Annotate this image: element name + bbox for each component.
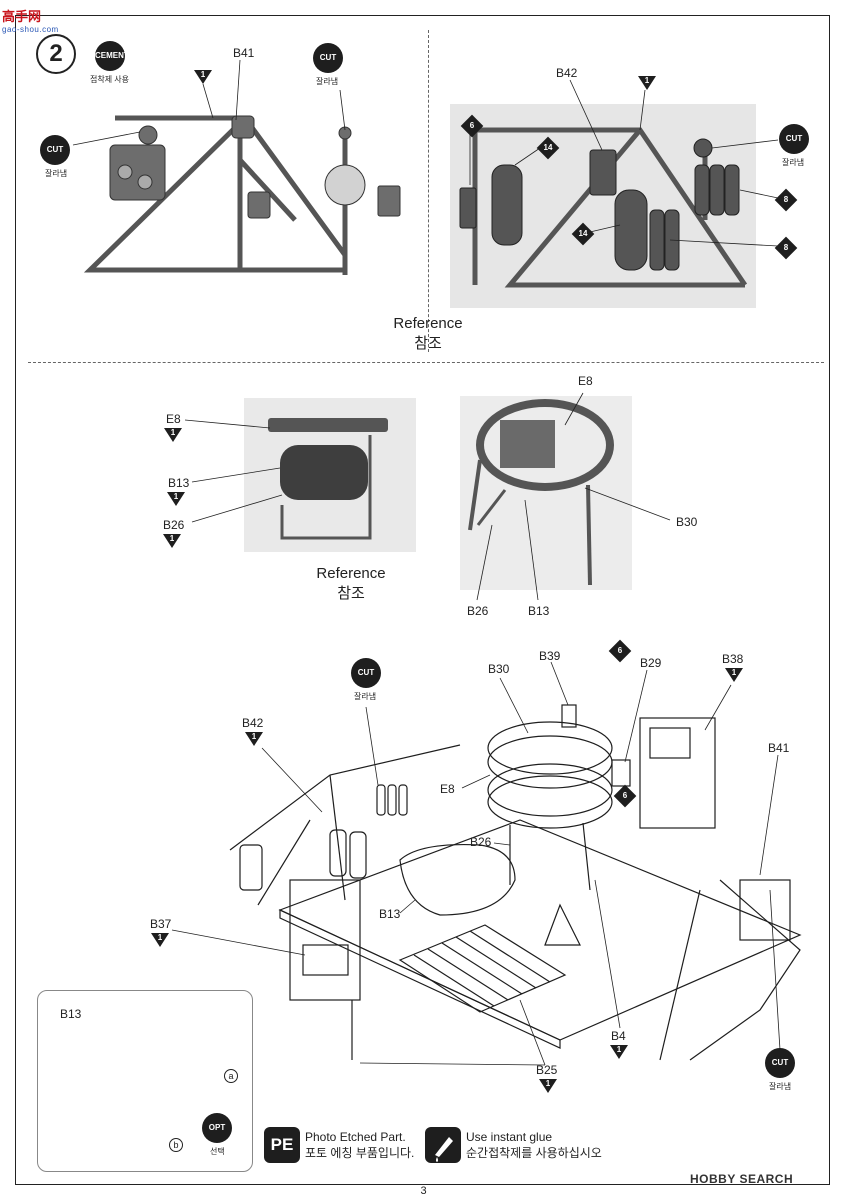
label-b13: B13 — [528, 604, 550, 618]
runner-number: 1 — [731, 668, 737, 677]
photo-etched-text-en: Photo Etched Part. — [305, 1130, 406, 1144]
runner-number: 1 — [616, 1045, 622, 1054]
cut-caption: 잘라냄 — [45, 169, 68, 178]
mark-b: b — [169, 1138, 183, 1152]
runner-marker — [245, 732, 263, 746]
cut-caption: 잘라냄 — [769, 1082, 792, 1091]
runner-number: 1 — [173, 492, 179, 501]
label-b41-sprue: B41 — [233, 46, 255, 60]
photo-etched-icon: PE — [264, 1127, 300, 1163]
label-b42-sprue: B42 — [556, 66, 578, 80]
label-e8: E8 — [440, 782, 455, 796]
hobby-search-logo: HOBBY SEARCH — [690, 1172, 794, 1186]
label-b4: B4 — [611, 1029, 626, 1043]
runner-marker — [539, 1079, 557, 1093]
reference-caption-middle: Reference 참조 — [301, 564, 401, 604]
cut-icon: CUT — [765, 1048, 795, 1078]
instant-glue-legend: Use instant glue 순간접착제를 사용하십시오 — [466, 1129, 602, 1161]
diamond-number: 6 — [617, 646, 623, 655]
reference-text-ko: 참조 — [337, 585, 365, 602]
mark-a: a — [224, 1069, 238, 1083]
runner-marker — [725, 668, 743, 682]
cut-caption: 잘라냄 — [354, 692, 377, 701]
assembly-drawing — [229, 704, 802, 1061]
reference-text-en: Reference — [316, 565, 386, 582]
label-b30: B30 — [676, 515, 698, 529]
runner-number-top-left: 1 — [200, 70, 206, 79]
diamond-number: 14 — [578, 229, 588, 238]
runner-marker — [163, 534, 181, 548]
cement-caption: 접착제 사용 — [90, 75, 130, 84]
runner-marker — [610, 1045, 628, 1059]
leader-lines-middle — [184, 392, 671, 601]
runner-number: 1 — [251, 732, 257, 741]
cut-icon: CUT — [779, 124, 809, 154]
cut-icon: CUT — [40, 135, 70, 165]
label-b30: B30 — [488, 662, 510, 676]
label-e8: E8 — [578, 374, 593, 388]
diamond-number: 8 — [783, 195, 789, 204]
label-b42: B42 — [242, 716, 264, 730]
label-b13: B13 — [379, 907, 401, 921]
label-b41: B41 — [768, 741, 790, 755]
cement-icon: CEMENT — [95, 41, 129, 71]
watermark-brand: 高手网 — [2, 9, 42, 24]
detail-inset: B13 a b OPT 선택 — [37, 990, 253, 1172]
reference-part-right — [468, 399, 614, 586]
photo-etched-text-ko: 포토 에칭 부품입니다. — [305, 1146, 415, 1160]
diamond-number: 8 — [783, 243, 789, 252]
diamond-number: 14 — [543, 143, 553, 152]
label-b26: B26 — [163, 518, 185, 532]
label-b13: B13 — [60, 1007, 82, 1021]
runner-number: 1 — [170, 428, 176, 437]
photo-etched-legend: Photo Etched Part. 포토 에칭 부품입니다. — [305, 1129, 414, 1161]
runner-marker-top-left — [194, 70, 212, 84]
top-vertical-divider — [428, 30, 429, 352]
diamond-number: 6 — [622, 791, 628, 800]
page-number: 3 — [420, 1185, 427, 1197]
label-b37: B37 — [150, 917, 172, 931]
instant-glue-text-ko: 순간접착제를 사용하십시오 — [466, 1146, 602, 1160]
runner-number: 1 — [169, 534, 175, 543]
runner-marker — [167, 492, 185, 506]
runner-number: 1 — [545, 1079, 551, 1088]
reference-text-ko: 참조 — [414, 335, 442, 352]
diamond-number: 6 — [469, 121, 475, 130]
opt-caption: 선택 — [210, 1147, 225, 1156]
top-horizontal-divider — [28, 362, 824, 363]
reference-part-left — [268, 418, 388, 540]
runner-number-top-right: 1 — [644, 76, 650, 85]
opt-icon: OPT — [202, 1113, 232, 1143]
runner-marker — [164, 428, 182, 442]
sprue-parts-right — [459, 138, 740, 271]
cut-icon: CUT — [313, 43, 343, 73]
label-b38: B38 — [722, 652, 744, 666]
step-number: 2 — [36, 34, 76, 74]
page-frame — [15, 15, 830, 1185]
label-b25: B25 — [536, 1063, 558, 1077]
instant-glue-text-en: Use instant glue — [466, 1130, 553, 1144]
cut-caption: 잘라냄 — [782, 158, 805, 167]
label-b39: B39 — [539, 649, 561, 663]
watermark-url: gao-shou.com — [2, 25, 59, 34]
leader-lines-top — [72, 59, 779, 247]
sprue-parts-left — [109, 115, 401, 219]
runner-marker — [151, 933, 169, 947]
label-b26: B26 — [467, 604, 489, 618]
reference-text-en: Reference — [393, 315, 463, 332]
label-e8: E8 — [166, 412, 181, 426]
label-b26: B26 — [470, 835, 492, 849]
label-b29: B29 — [640, 656, 662, 670]
label-b13: B13 — [168, 476, 190, 490]
cut-caption: 잘라냄 — [316, 77, 339, 86]
reference-caption-top: Reference 참조 — [378, 314, 478, 354]
instant-glue-icon — [425, 1127, 461, 1163]
runner-marker-top-right — [638, 76, 656, 90]
leader-lines-assembly — [171, 661, 781, 1066]
cut-icon: CUT — [351, 658, 381, 688]
runner-number: 1 — [157, 933, 163, 942]
watermark-logo: 高手网 gao-shou.com — [2, 6, 59, 34]
